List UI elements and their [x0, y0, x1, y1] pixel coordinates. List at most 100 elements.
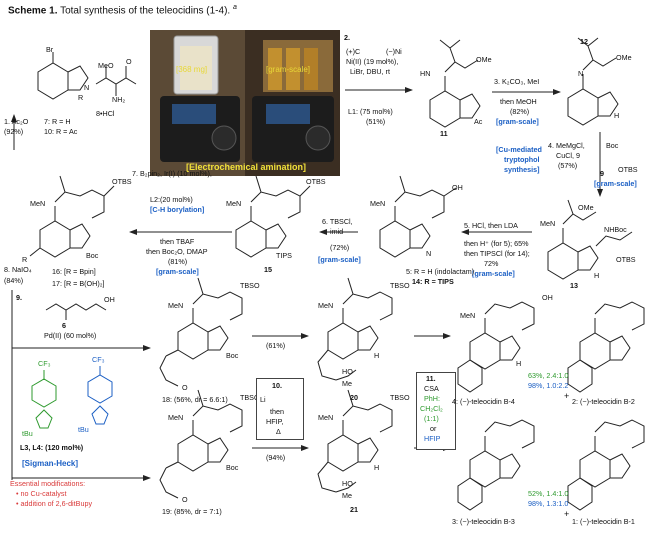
compound-6-label: 6	[62, 321, 66, 330]
atom-otbs-13: OTBS	[616, 255, 636, 264]
step5-line3: then TIPSCl (for 14);	[464, 249, 530, 258]
compound-7-label: 7: R = H	[44, 117, 71, 126]
step10-delta: Δ	[276, 427, 281, 436]
caption-label: Scheme 1.	[8, 5, 58, 17]
structure-L3	[31, 370, 57, 429]
step4-label: 4. MeMgCl,	[548, 141, 585, 150]
step10-hfip: HFIP,	[266, 417, 284, 426]
step9-label: 9.	[16, 293, 22, 302]
atom-men-19: MeN	[168, 413, 184, 422]
atom-oh-6: OH	[104, 295, 115, 304]
step6-scale: [gram-scale]	[318, 255, 361, 264]
structure-20	[317, 277, 393, 381]
ligand-L3-tbu: tBu	[22, 429, 33, 438]
atom-otbs-9: OTBS	[618, 165, 638, 174]
structure-13	[547, 199, 633, 280]
caption-mark: a	[232, 4, 237, 11]
atom-men-15: MeN	[226, 199, 242, 208]
compound-10-label: 10: R = Ac	[44, 127, 78, 136]
atom-tbso-18: TBSO	[240, 281, 260, 290]
compound-14-label: 14: R = TIPS	[412, 277, 454, 286]
atom-o-19: O	[182, 495, 188, 504]
atom-otbs-15: OTBS	[306, 177, 326, 186]
atom-ho-20: HO	[342, 367, 353, 376]
step4-method-line3: synthesis]	[504, 165, 540, 174]
step11-solvent3: (1:1)	[424, 414, 439, 423]
atom-tips-15: TIPS	[276, 251, 292, 260]
structure-12	[567, 37, 619, 126]
step6-label: 6. TBSCl,	[322, 217, 353, 226]
atom-men-18: MeN	[168, 301, 184, 310]
electrode-c: (+)C	[346, 47, 361, 56]
plus-top: +	[564, 391, 570, 401]
atom-n-5: N	[426, 249, 432, 258]
caption-title: Total synthesis of the teleocidins (1-4)…	[60, 5, 231, 17]
step10-label: 10.	[272, 381, 282, 390]
step3-then: then MeOH	[500, 97, 537, 106]
step5-scale: [gram-scale]	[472, 269, 515, 278]
atom-tbso-21: TBSO	[390, 393, 410, 402]
compound-19-label: 19: (85%, dr = 7:1)	[162, 507, 222, 516]
structure-6	[45, 303, 107, 320]
atom-n-12: N	[578, 69, 584, 78]
photo-banner: [Electrochemical amination]	[186, 162, 307, 172]
compound-5-label: 5: R = H (indolactam)	[406, 267, 475, 276]
structure-5-14	[379, 175, 457, 258]
ligand-L2: L2:(20 mol%)	[150, 195, 193, 204]
atom-h-21: H	[374, 463, 380, 472]
step7-scale: [gram-scale]	[156, 267, 199, 276]
atom-oh-4: OH	[542, 293, 553, 302]
step5-line2: then H⁺ (for 5); 65%	[464, 239, 529, 248]
compound-18-label: 18: (56%, dr = 6.6:1)	[162, 395, 228, 404]
atom-o8: O	[126, 57, 132, 66]
step2-conditions: LiBr, DBU, rt	[350, 67, 390, 76]
atom-ac-11: Ac	[474, 117, 483, 126]
atom-br: Br	[46, 45, 54, 54]
atom-h-12: H	[614, 111, 620, 120]
ligand-method: [Sigman-Heck]	[22, 459, 79, 468]
step4-method-line2: tryptophol	[504, 155, 540, 164]
atom-boc-19: Boc	[226, 463, 239, 472]
structure-4	[457, 301, 535, 393]
photo-electrochem	[150, 30, 340, 176]
step4-yield: (57%)	[558, 161, 578, 170]
step11-or: or	[430, 424, 437, 433]
structure-L4	[87, 366, 113, 425]
electrode-ni: (−)Ni	[386, 47, 402, 56]
atom-boc-9: Boc	[606, 141, 619, 150]
step10-then: then	[270, 407, 284, 416]
step2-yield: (51%)	[366, 117, 386, 126]
atom-n7: N	[84, 83, 90, 92]
scheme-caption: Scheme 1. Total synthesis of the teleoci…	[8, 4, 237, 16]
step4-reagent: CuCl, 9	[556, 151, 580, 160]
structure-11	[429, 39, 481, 128]
atom-boc-16: Boc	[86, 251, 99, 260]
step10-li: Li	[260, 395, 266, 404]
step6-yield: (72%)	[330, 243, 350, 252]
step8-label: 8. NaIO₄	[4, 265, 32, 274]
step3-label: 3. K₂CO₃, MeI	[494, 77, 540, 86]
step4-scale: [gram-scale]	[594, 179, 637, 188]
step7-yield: (81%)	[168, 257, 188, 266]
structure-16-17	[29, 175, 115, 258]
atom-otbs-16: OTBS	[112, 177, 132, 186]
yield-18-to-20: (61%)	[266, 341, 286, 350]
compound-15-label: 15	[264, 265, 272, 274]
mods-title: Essential modifications:	[10, 479, 86, 488]
atom-hn-11: HN	[420, 69, 431, 78]
compound-12-label: 12	[580, 37, 588, 46]
ligand-L3-L4-label: L3, L4: (120 mol%)	[20, 443, 84, 452]
structure-3	[457, 419, 535, 511]
step11-label: 11.	[426, 374, 436, 383]
compound-11-label: 11	[440, 129, 448, 138]
step9-catalyst: Pd(II) (60 mol%)	[44, 331, 97, 340]
structure-2	[567, 301, 645, 393]
compound-9-label: 9	[600, 169, 604, 178]
compound-8-label: 8•HCl	[96, 109, 115, 118]
ratio-top-blue: 98%, 1.0:2.2	[528, 381, 569, 390]
photo-left-label: [368 mg]	[176, 65, 208, 74]
atom-nh2-8: NH₂	[112, 95, 126, 104]
atom-r7: R	[78, 93, 84, 102]
product-4-label: 4: (−)-teleocidin B-4	[452, 397, 515, 406]
